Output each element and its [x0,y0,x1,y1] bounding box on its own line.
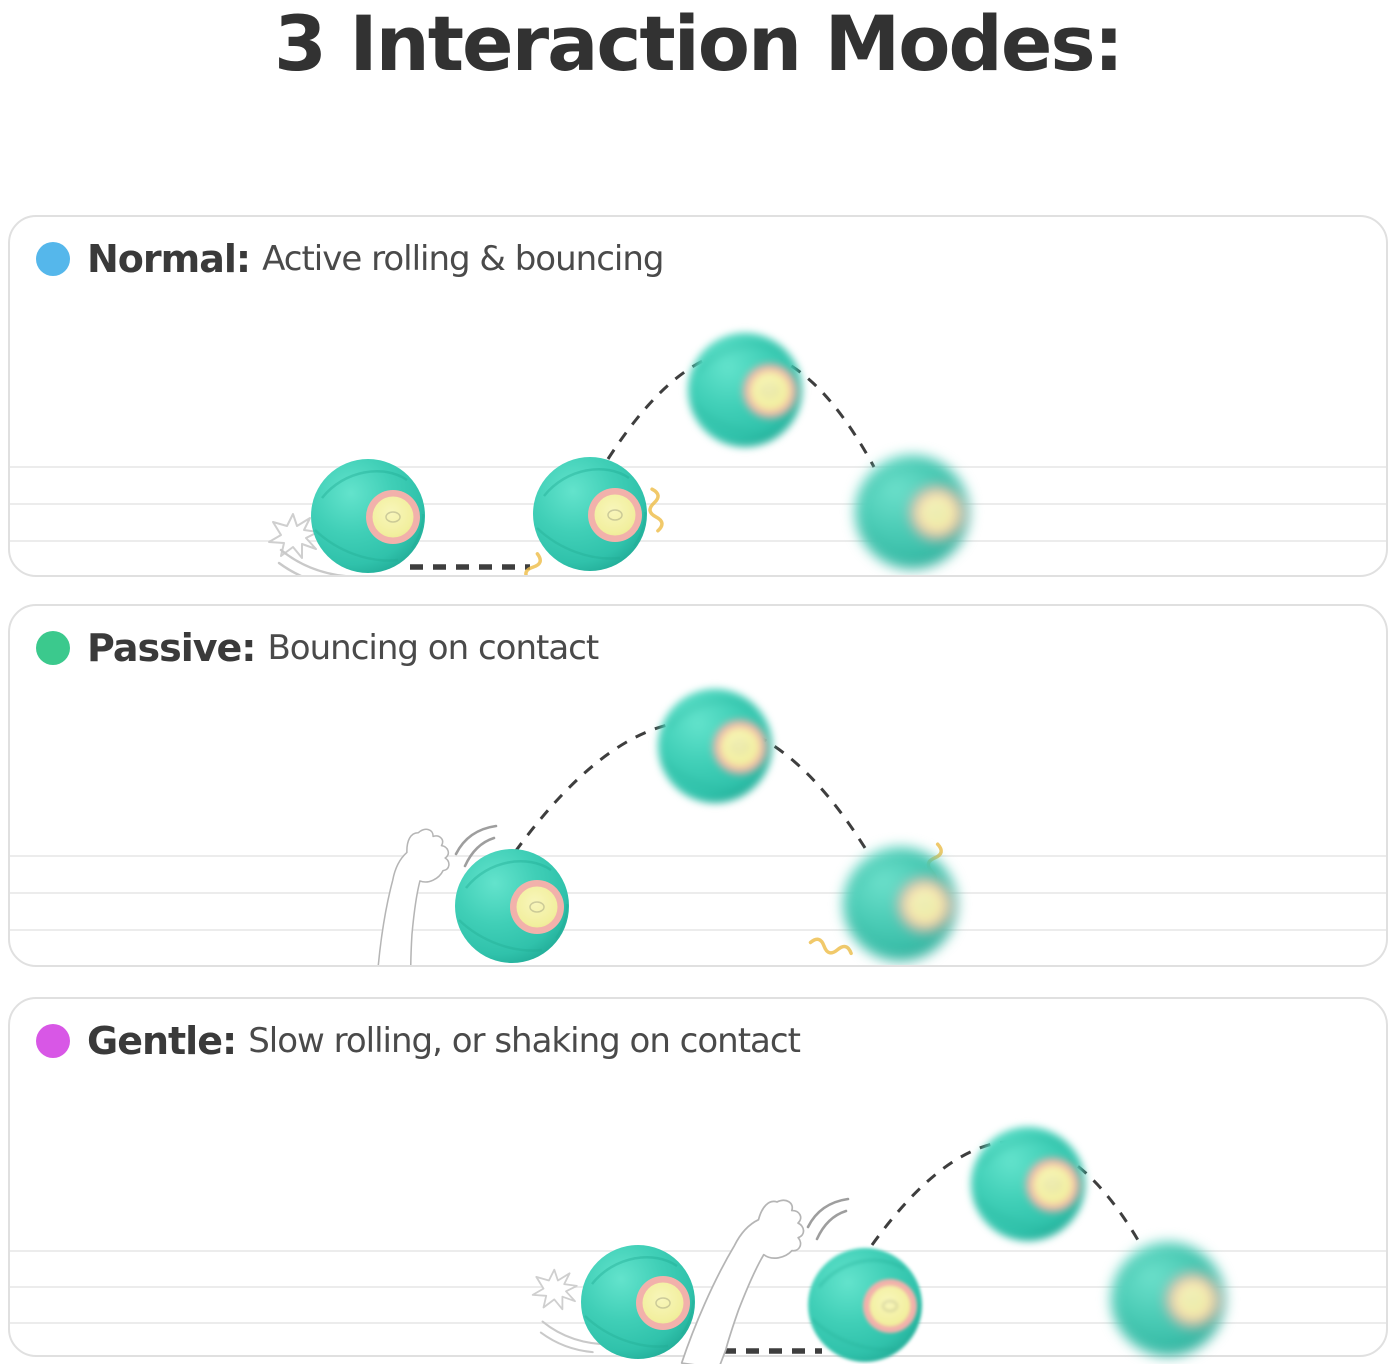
smart-ball [531,455,649,573]
smart-ball [969,1125,1087,1243]
mode-description: Bouncing on contact [267,628,599,668]
smart-ball [1109,1240,1227,1358]
smart-ball [841,845,959,963]
mode-description: Active rolling & bouncing [262,239,664,279]
mode-panel-passive: Passive: Bouncing on contact [8,604,1388,967]
mode-label: Normal: [87,237,251,281]
smart-ball [853,453,971,571]
bounce-trajectory-dashed [870,1140,1144,1248]
mode-description: Slow rolling, or shaking on contact [248,1021,801,1061]
mode-illustration-passive [10,687,1386,965]
smart-ball [579,1243,697,1361]
vibration-squiggle-icon [807,935,855,960]
smart-ball [806,1246,924,1364]
smart-ball [453,847,571,965]
impact-poof-icon [531,1268,578,1311]
mode-header: Gentle: Slow rolling, or shaking on cont… [36,1019,801,1063]
mode-illustration-gentle [10,1125,1386,1364]
cat-paw-icon [353,825,468,965]
mode-header: Normal: Active rolling & bouncing [36,237,664,281]
mode-color-dot [36,631,70,665]
smart-ball [309,457,427,575]
smart-ball [656,687,774,805]
mode-label: Passive: [87,626,256,670]
vibration-squiggle-icon [517,550,544,575]
bounce-trajectory-dashed [606,349,876,468]
mode-color-dot [36,1024,70,1058]
mode-illustration-normal [10,331,1386,575]
floor-lines [10,855,1386,931]
mode-color-dot [36,242,70,276]
floor-lines [10,466,1386,542]
cat-paw-icon [680,1188,809,1364]
mode-label: Gentle: [87,1019,237,1063]
vibration-squiggle-icon [645,486,665,534]
mode-panel-normal: Normal: Active rolling & bouncing [8,215,1388,577]
smart-ball [686,331,804,449]
mode-header: Passive: Bouncing on contact [36,626,599,670]
mode-panel-gentle: Gentle: Slow rolling, or shaking on cont… [8,997,1388,1364]
page-title: 3 Interaction Modes: [274,0,1124,88]
paw-flick-lines-icon [806,1197,850,1241]
impact-poof-icon [268,513,319,559]
